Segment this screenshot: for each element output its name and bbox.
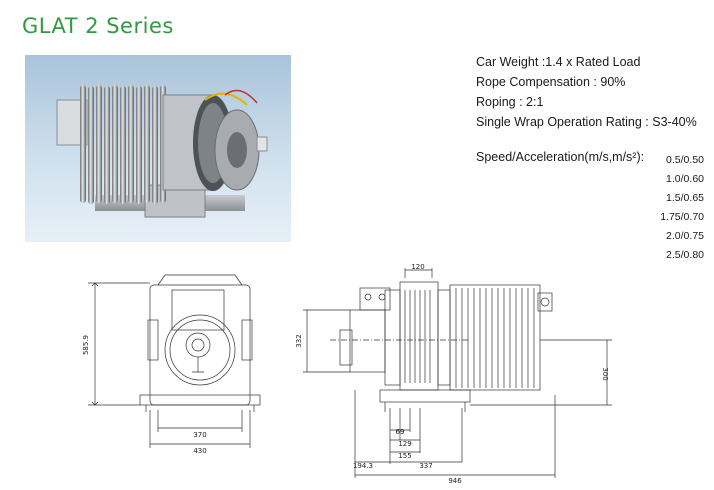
dim-129: 129	[398, 440, 411, 448]
dim-69: 69	[396, 428, 405, 436]
speed-value: 1.5/0.65	[666, 192, 704, 204]
dim-946: 946	[448, 477, 462, 485]
spec-roping: Roping : 2:1	[476, 95, 544, 109]
speed-value: 2.5/0.80	[666, 249, 704, 261]
dim-194: 194.3	[353, 462, 373, 470]
dim-top-width: 120	[411, 263, 424, 271]
dim-height-side: 332	[295, 334, 303, 347]
spec-car-weight: Car Weight :1.4 x Rated Load	[476, 55, 641, 69]
page-title: GLAT 2 Series	[22, 14, 174, 38]
dim-155: 155	[398, 452, 411, 460]
speed-acceleration-values: 0.5/0.50 1.0/0.60 1.5/0.65 1.75/0.70 2.0…	[640, 151, 704, 265]
side-view	[303, 268, 612, 478]
spec-rope-compensation: Rope Compensation : 90%	[476, 75, 626, 89]
dim-width-inner: 370	[193, 431, 206, 439]
dim-height-axis: 300	[601, 367, 609, 380]
speed-value: 0.5/0.50	[666, 154, 704, 166]
speed-value: 2.0/0.75	[666, 230, 704, 242]
speed-value: 1.75/0.70	[660, 211, 704, 223]
spec-operation-rating: Single Wrap Operation Rating : S3-40%	[476, 115, 697, 129]
front-view	[88, 274, 261, 448]
dim-height-front: 585.9	[82, 335, 90, 355]
product-photo	[25, 55, 291, 242]
spec-list: Car Weight :1.4 x Rated Load Rope Compen…	[476, 52, 697, 132]
dim-337: 337	[419, 462, 432, 470]
speed-acceleration-label: Speed/Acceleration(m/s,m/s²):	[476, 150, 645, 164]
dim-width-outer: 430	[193, 447, 206, 455]
speed-value: 1.0/0.60	[666, 173, 704, 185]
